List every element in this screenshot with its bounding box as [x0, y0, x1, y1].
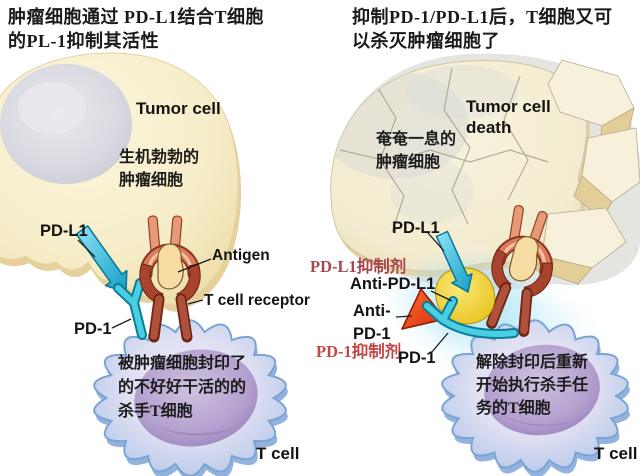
t-cell-receptor-label: T cell receptor — [204, 292, 310, 309]
left-panel-title: 肿瘤细胞通过 PD-L1结合T细胞 的PL-1抑制其活性 — [8, 5, 264, 53]
pd1-label-right: PD-1 — [398, 349, 436, 367]
pdl1-pointer-line-left — [77, 239, 96, 258]
t-cell-caption-right-line2: 开始执行杀手任 — [476, 377, 589, 394]
right-title-line1: 抑制PD-1/PD-L1后，T细胞又可 — [352, 7, 613, 27]
pdl1-label-right: PD-L1 — [392, 219, 440, 237]
t-cell-caption-right-line1: 解除封印后重新 — [476, 354, 589, 371]
t-cell-caption-left-line1: 被肿瘤细胞封印了 — [118, 355, 247, 372]
right-tumor-fragments — [535, 59, 640, 285]
t-cell-caption-right: 解除封印后重新 开始执行杀手任 务的T细胞 — [476, 351, 588, 420]
pd1-pointer-line-right — [430, 332, 449, 354]
left-t-cell-nucleus-shade — [150, 418, 248, 436]
left-tumor-nucleus — [0, 64, 132, 184]
pd1-pointer-line-left — [111, 318, 132, 329]
pd1-receptor-left — [115, 280, 145, 338]
tumor-caption-left-line2: 肿瘤细胞 — [119, 172, 184, 189]
pd1-label-left: PD-1 — [74, 320, 112, 338]
t-cell-caption-left-line3: 杀手T细胞 — [118, 403, 193, 420]
anti-pdl1-pointer-line — [430, 290, 453, 302]
t-cell-caption-left-line2: 的不好好干活的的 — [118, 379, 247, 396]
t-cell-label-right: T cell — [594, 444, 638, 463]
antigen-pointer-line — [177, 258, 212, 273]
tumor-death-label: Tumor cell death — [466, 96, 551, 138]
pointer-lines — [77, 232, 453, 354]
right-panel-title: 抑制PD-1/PD-L1后，T细胞又可 以杀灭肿瘤细胞了 — [352, 5, 613, 53]
tumor-caption-right-line2: 肿瘤细胞 — [376, 154, 441, 171]
right-tumor-cracks — [339, 67, 549, 233]
pdl1-inhibitor-label: PD-L1抑制剂 — [310, 257, 407, 276]
tumor-death-line2: death — [466, 118, 512, 137]
right-t-cell-nucleus — [484, 344, 600, 436]
left-title-line2: 的PL-1抑制其活性 — [8, 31, 159, 51]
pdl1-label-left: PD-L1 — [40, 222, 88, 240]
tumor-caption-left: 生机勃勃的 肿瘤细胞 — [119, 146, 199, 192]
anti-pd1-pointer-line — [395, 315, 413, 318]
tumor-caption-right: 奄奄一息的 肿瘤细胞 — [376, 128, 456, 174]
pdl1-pointer-line-right — [427, 232, 445, 252]
t-cell-caption-left: 被肿瘤细胞封印了 的不好好干活的的 杀手T细胞 — [118, 352, 246, 424]
anti-pd1-label-line2: PD-1 — [353, 325, 391, 343]
tumor-death-line1: Tumor cell — [466, 97, 551, 116]
right-title-line2: 以杀灭肿瘤细胞了 — [352, 31, 500, 51]
anti-pdl1-label: Anti-PD-L1 — [350, 275, 436, 293]
pdl1-ligand-arrow-right — [435, 230, 473, 293]
pd1-inhibitor-label: PD-1抑制剂 — [316, 342, 402, 361]
anti-pd1-label-line1: Anti- — [353, 302, 391, 320]
left-t-cell-nucleus — [134, 349, 258, 447]
tumor-caption-left-line1: 生机勃勃的 — [119, 149, 200, 166]
left-title-line1: 肿瘤细胞通过 PD-L1结合T细胞 — [8, 7, 264, 27]
t-cell-caption-right-line3: 务的T细胞 — [476, 400, 551, 417]
tcr-pointer-line — [187, 299, 204, 305]
anti-pd1-label: Anti- PD-1 — [353, 300, 391, 346]
pd1-receptor-right — [424, 298, 517, 337]
pdl1-ligand-arrow-left — [75, 225, 128, 293]
antigen-label: Antigen — [212, 247, 270, 264]
t-cell-label-left: T cell — [256, 444, 300, 463]
tumor-cell-label-left: Tumor cell — [136, 99, 221, 118]
tumor-caption-right-line1: 奄奄一息的 — [376, 131, 457, 148]
